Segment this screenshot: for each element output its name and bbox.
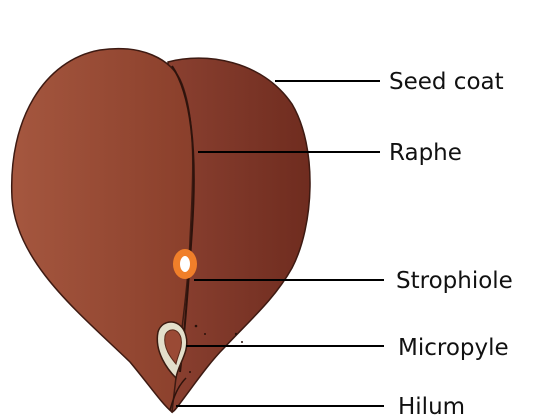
seed-coat-label: Seed coat — [389, 69, 504, 95]
strophiole-label: Strophiole — [396, 268, 513, 294]
strophiole-marker — [173, 249, 197, 279]
hilum-label: Hilum — [398, 394, 465, 416]
raphe-label: Raphe — [389, 140, 462, 166]
micropyle-label: Micropyle — [398, 335, 509, 361]
